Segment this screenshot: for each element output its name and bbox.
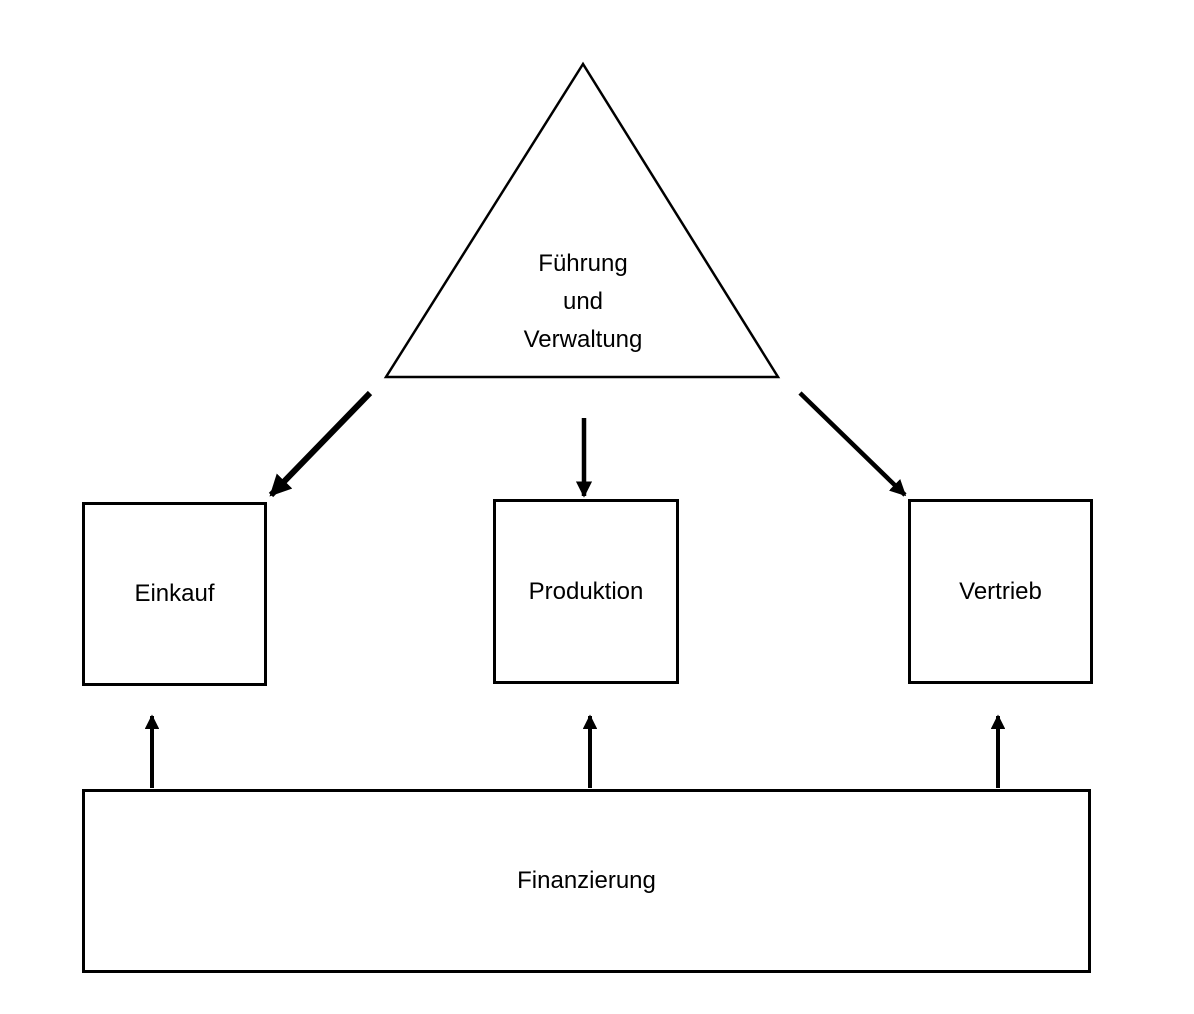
sales-node-label: Vertrieb [959,577,1042,605]
leadership-label-line-3: Verwaltung [523,326,643,353]
sales-node: Vertrieb [908,499,1093,684]
production-node-label: Produktion [528,577,644,605]
production-node: Produktion [493,499,679,684]
leadership-node-label: Führung und Verwaltung [483,245,683,359]
financing-node-label: Finanzierung [517,867,656,894]
financing-node: Finanzierung [82,789,1091,973]
edge-leadership-sales-arrow [798,391,907,497]
purchasing-node-label: Einkauf [134,580,215,607]
edge-leadership-purchasing-arrow [268,390,373,498]
leadership-label-line-1: Führung [538,250,628,277]
purchasing-node: Einkauf [82,502,267,686]
leadership-triangle-shape [383,61,781,379]
leadership-label-line-2: und [562,288,604,315]
